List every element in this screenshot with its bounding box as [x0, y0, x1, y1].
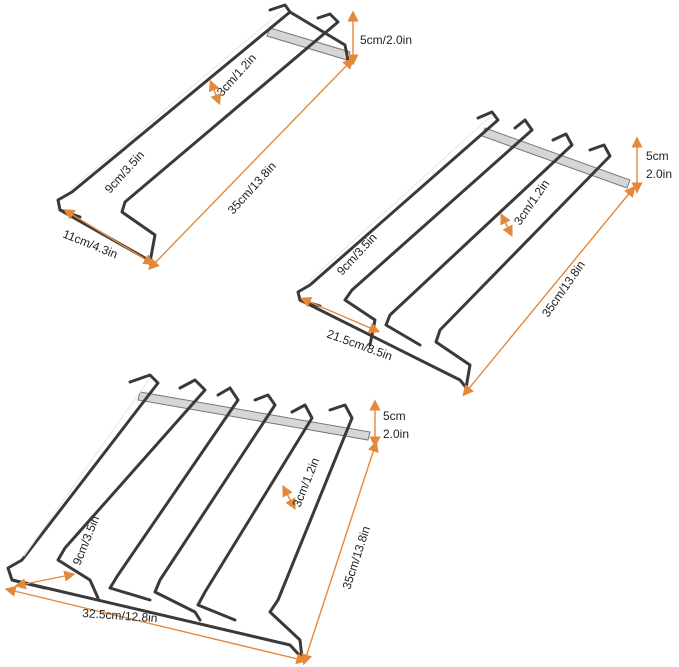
- rack-2-height-cm-label: 5cm: [646, 149, 669, 163]
- rack-1-width-label: 11cm/4.3in: [61, 227, 120, 262]
- rack-3-slot-dim: [14, 570, 76, 590]
- rack-2-highlight: [307, 114, 493, 283]
- rack-3-gap-dim: [282, 485, 296, 510]
- rack-two-row: [296, 110, 643, 397]
- rack-2-width-label: 21.5cm/8.5in: [325, 327, 394, 364]
- rack-3-slot-label: 9cm/3.5in: [70, 514, 102, 567]
- rack-3-height-in-label: 2.0in: [383, 427, 409, 441]
- rack-3-width-dim: [4, 585, 308, 665]
- rack-three-row: [4, 373, 381, 666]
- rack-3-highlight: [23, 377, 151, 557]
- rack-1-length-label: 35cm/13.8in: [225, 159, 279, 217]
- rack-2-wire-2: [343, 118, 534, 347]
- rack-2-height-in-label: 2.0in: [646, 167, 672, 181]
- rack-2-gap-dim: [500, 212, 513, 238]
- rack-1-width-dim: [63, 209, 155, 265]
- rack-single-row: [56, 3, 359, 271]
- rack-1-gap-label: 3cm/1.2in: [214, 51, 259, 99]
- rack-1-rail: [266, 27, 351, 61]
- rack-2-width-dim: [299, 297, 381, 333]
- rack-3-length-label: 35cm/13.8in: [340, 524, 374, 591]
- rack-1-height-label: 5cm/2.0in: [360, 33, 412, 47]
- rack-3-rail: [137, 391, 371, 441]
- rack-3-height-cm-label: 5cm: [383, 409, 406, 423]
- rack-3-wire-6: [268, 403, 354, 660]
- rack-3-length-dim: [301, 440, 379, 666]
- rack-3-wire-2: [56, 378, 207, 600]
- rack-3-width-label: 32.5cm/12.8in: [82, 606, 158, 625]
- rack-1-wire-right: [120, 12, 340, 264]
- rack-2-wire-1: [296, 110, 500, 308]
- rack-2-length-dim: [462, 185, 636, 397]
- rack-2-length-label: 35cm/13.8in: [539, 258, 588, 320]
- rack-1-wire-inner-a: [288, 10, 350, 62]
- rack-1-length-dim: [148, 57, 354, 271]
